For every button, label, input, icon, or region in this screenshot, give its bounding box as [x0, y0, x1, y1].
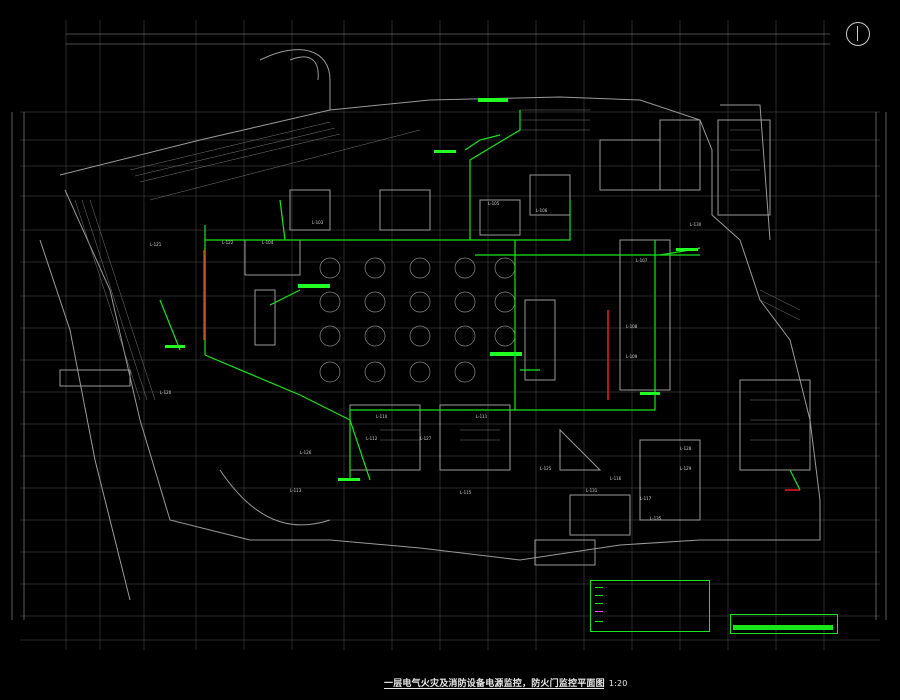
legend-swatch	[595, 602, 603, 604]
title-underline	[384, 688, 604, 689]
room-labels: L-103 L-104 L-105 L-106 L-107 L-108 L-10…	[150, 201, 702, 521]
compass-icon	[846, 22, 870, 46]
room-label: L-130	[690, 222, 702, 227]
legend-row-1	[595, 585, 606, 589]
legend-swatch	[595, 610, 603, 612]
equipment-tags	[165, 98, 698, 481]
room-label: L-105	[488, 201, 500, 206]
room-label: L-107	[636, 258, 648, 263]
room-label: L-128	[680, 446, 692, 451]
room-label: L-109	[626, 354, 638, 359]
legend-box	[590, 580, 710, 632]
legend-row-5	[595, 619, 606, 623]
room-label: L-127	[420, 436, 432, 441]
legend-swatch	[595, 586, 603, 588]
room-label: L-111	[476, 414, 488, 419]
building-outline	[39, 49, 821, 601]
drawing-scale: 1:20	[608, 679, 628, 688]
design-stamp	[730, 614, 838, 634]
monitoring-cable-routes	[159, 110, 801, 491]
dimension-chain-top	[11, 33, 887, 620]
room-label: L-116	[610, 476, 622, 481]
detail-hatching	[74, 109, 801, 441]
room-label: L-135	[650, 516, 662, 521]
stamp-bar	[733, 625, 833, 630]
fire-door-lines	[203, 250, 800, 491]
legend-row-3	[595, 601, 606, 605]
room-label: L-113	[290, 488, 302, 493]
room-label: L-103	[312, 220, 324, 225]
room-label: L-122	[222, 240, 234, 245]
legend-swatch	[595, 594, 603, 596]
room-label: L-108	[626, 324, 638, 329]
grid-lines	[20, 20, 880, 650]
room-label: L-117	[640, 496, 652, 501]
room-label: L-121	[150, 242, 162, 247]
legend-swatch	[595, 620, 603, 622]
room-label: L-131	[586, 488, 598, 493]
room-label: L-110	[376, 414, 388, 419]
room-label: L-129	[680, 466, 692, 471]
room-label: L-120	[160, 390, 172, 395]
legend-row-4	[595, 609, 606, 613]
parking-bays	[319, 257, 516, 383]
room-label: L-106	[536, 208, 548, 213]
room-label: L-125	[540, 466, 552, 471]
room-label: L-104	[262, 240, 274, 245]
room-label: L-112	[366, 436, 378, 441]
room-label: L-126	[300, 450, 312, 455]
room-label: L-115	[460, 490, 472, 495]
legend-row-2	[595, 593, 606, 597]
drawing-title-text: 一层电气火灾及消防设备电源监控，防火门监控平面图	[384, 679, 605, 689]
